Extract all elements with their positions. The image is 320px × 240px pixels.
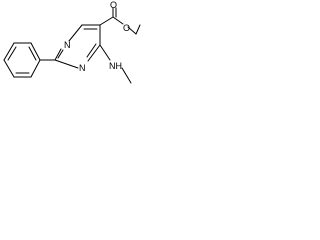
methylamino-group: [99, 44, 132, 84]
bond: [112, 16, 124, 25]
phenyl-ring: [3, 42, 41, 78]
bond: [99, 16, 114, 26]
pyrimidine-ring: [54, 24, 101, 69]
atom-label-nh: NH: [109, 61, 122, 71]
bond: [135, 24, 141, 35]
atom-label-n-top: N: [64, 40, 71, 50]
atom-label-n-bottom: N: [79, 63, 86, 73]
double-bond-inner: [7, 46, 17, 61]
ester-group: [99, 7, 141, 35]
atom-label-o-carbonyl: O: [110, 0, 117, 10]
bond: [99, 44, 111, 61]
bond: [30, 59, 41, 78]
bond: [68, 24, 83, 42]
atom-label-o-ether: O: [123, 23, 130, 33]
bond: [54, 59, 79, 69]
bond: [87, 44, 101, 62]
structure-svg: N N NH O O: [3, 0, 141, 84]
bond: [121, 67, 132, 84]
bond: [30, 42, 41, 61]
double-bond-inner: [28, 46, 37, 61]
double-bond-inner: [57, 49, 64, 59]
bond: [127, 26, 137, 35]
double-bond-inner: [86, 43, 97, 58]
bond: [3, 59, 15, 78]
molecule-canvas: N N NH O O: [0, 0, 141, 98]
bond: [54, 48, 62, 61]
bond: [3, 42, 15, 61]
